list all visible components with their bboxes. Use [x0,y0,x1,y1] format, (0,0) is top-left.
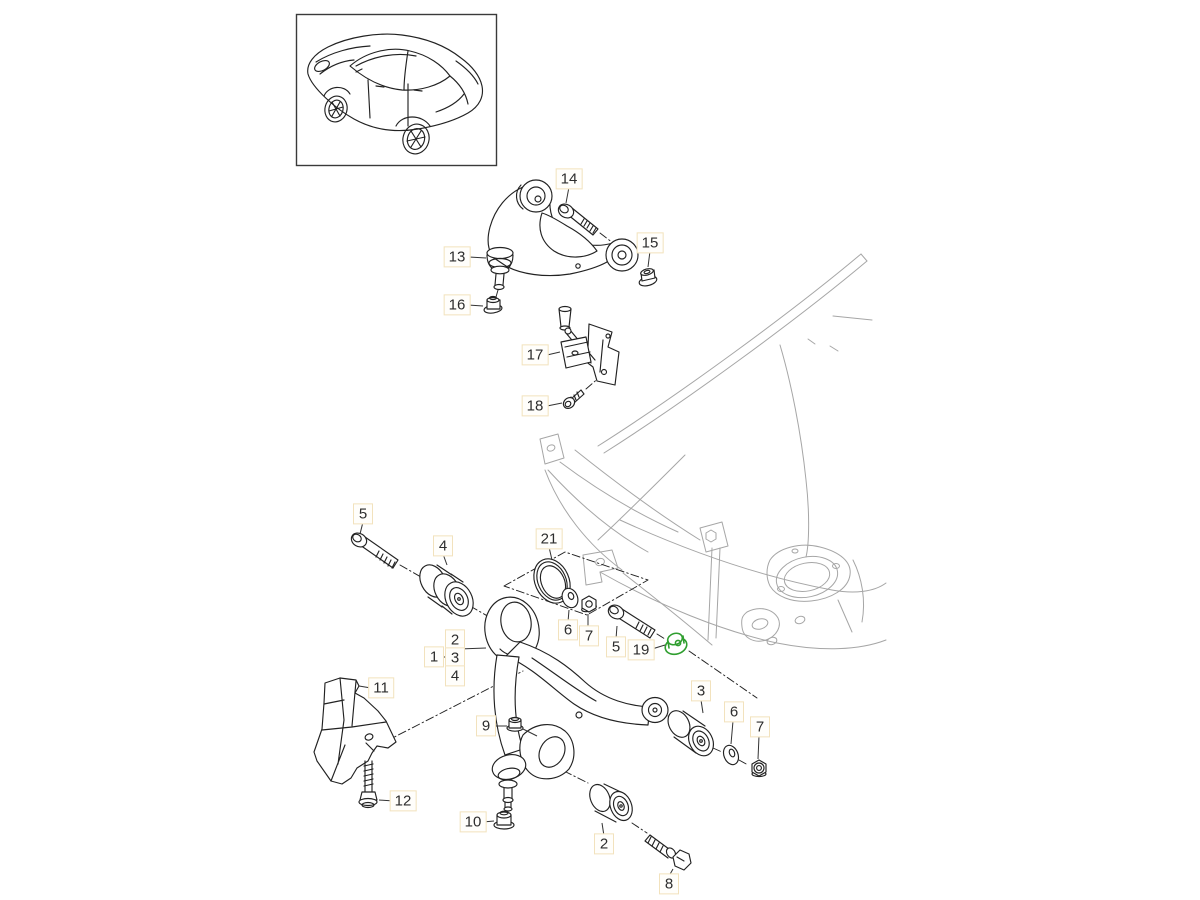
part-3-bushing[interactable] [664,707,719,760]
part-16-nut[interactable] [483,295,503,315]
thumbnail-border [295,13,498,167]
part-19-nut-highlighted[interactable] [663,631,689,657]
callout-17[interactable]: 17 [521,344,549,366]
callout-1[interactable]: 1 [424,646,444,668]
part-10-nut[interactable] [493,810,515,830]
callout-10[interactable]: 10 [459,811,487,833]
part-15-nut[interactable] [638,267,658,287]
callout-2-bushing[interactable]: 2 [594,833,614,855]
vehicle-overview-thumbnail[interactable] [295,13,498,167]
ball-joint [486,246,514,260]
callout-19-highlighted[interactable]: 19 [627,639,655,661]
part-12-bolt[interactable] [358,760,378,809]
callout-3-bushing[interactable]: 3 [691,680,711,702]
part-5-bolt-front[interactable] [349,530,399,569]
callout-7-front[interactable]: 7 [579,625,599,647]
part-6-washer-rear[interactable] [721,743,741,767]
callout-18[interactable]: 18 [521,395,549,417]
callout-14[interactable]: 14 [555,168,583,190]
callout-8[interactable]: 8 [659,873,679,895]
callout-7-rear[interactable]: 7 [750,716,770,738]
car-line-art [307,33,484,155]
callout-5-center[interactable]: 5 [606,636,626,658]
part-18-bolt[interactable] [561,389,585,411]
callout-5-front[interactable]: 5 [353,503,373,525]
callout-4-bushing[interactable]: 4 [433,535,453,557]
callout-11[interactable]: 11 [368,677,394,699]
part-2-bushing[interactable] [586,781,636,823]
callout-9[interactable]: 9 [476,715,496,737]
callout-13[interactable]: 13 [443,246,471,268]
part-21-seal-ring[interactable] [527,553,577,609]
part-17-level-sensor[interactable] [558,305,620,386]
part-7-nut-rear[interactable] [751,759,767,778]
callout-4-group[interactable]: 4 [445,665,465,687]
part-6-washer-front[interactable] [559,586,580,610]
part-8-bolt[interactable] [644,834,692,871]
callout-15[interactable]: 15 [636,232,664,254]
callout-6-front[interactable]: 6 [558,619,578,641]
part-13-upper-control-arm[interactable] [486,179,639,291]
callout-6-rear[interactable]: 6 [724,701,744,723]
part-5-bolt-center[interactable] [606,602,656,639]
part-9-nut[interactable] [506,716,538,737]
callout-21[interactable]: 21 [535,528,563,550]
part-7-nut-front[interactable] [581,595,597,613]
subframe-reference-art [539,253,887,650]
part-11-heat-shield[interactable] [313,677,397,785]
part-4-bushing[interactable] [415,560,479,621]
callout-16[interactable]: 16 [443,294,471,316]
callout-12[interactable]: 12 [389,790,417,812]
part-14-bolt[interactable] [556,201,599,236]
